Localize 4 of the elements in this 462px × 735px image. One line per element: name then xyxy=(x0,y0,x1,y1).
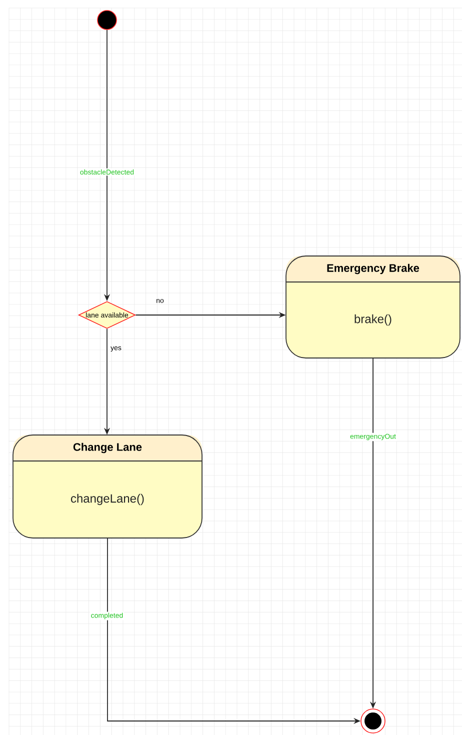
state-box: Emergency Brake brake() xyxy=(286,256,460,358)
state-box: Change Lane changeLane() xyxy=(12,434,202,538)
final-state xyxy=(360,708,386,734)
initial-state xyxy=(97,10,117,30)
